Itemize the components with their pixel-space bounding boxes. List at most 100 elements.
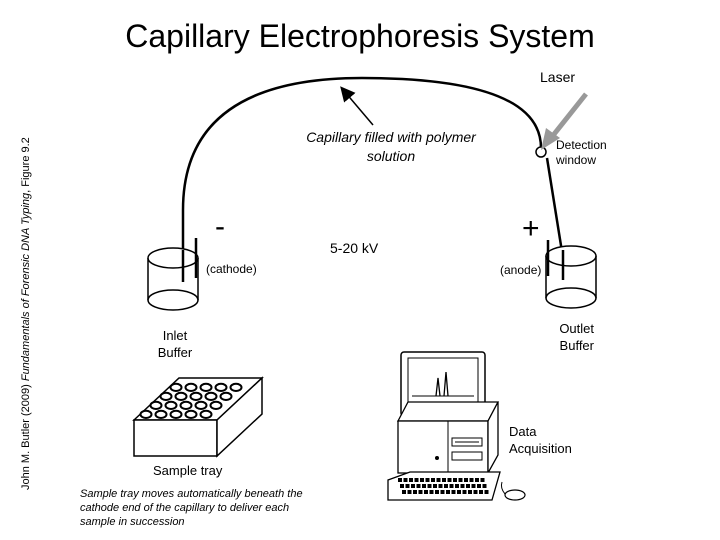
keyboard-key bbox=[422, 484, 426, 488]
computer-workstation bbox=[387, 351, 526, 501]
keyboard-key bbox=[453, 478, 457, 482]
keyboard-key bbox=[477, 484, 481, 488]
sample-well bbox=[184, 382, 198, 392]
sample-well bbox=[149, 400, 163, 410]
voltage-label: 5-20 kV bbox=[330, 240, 379, 256]
keyboard-key bbox=[436, 478, 441, 482]
keyboard-key bbox=[480, 478, 485, 482]
outlet-label-line2: Buffer bbox=[559, 338, 594, 353]
keyboard-key bbox=[402, 490, 406, 494]
sample-well bbox=[159, 391, 173, 401]
sample-well bbox=[214, 382, 228, 392]
sample-well bbox=[174, 391, 188, 401]
keyboard-key bbox=[433, 484, 437, 488]
keyboard-key bbox=[407, 490, 412, 494]
keyboard-key bbox=[457, 490, 461, 494]
keyboard-key bbox=[446, 490, 450, 494]
keyboard-key bbox=[447, 478, 452, 482]
sample-well bbox=[194, 400, 208, 410]
keyboard-key bbox=[482, 484, 487, 488]
keyboard-key bbox=[475, 478, 479, 482]
caption-line1: Sample tray moves automatically beneath … bbox=[80, 488, 303, 500]
keyboard-key bbox=[458, 478, 463, 482]
sample-well bbox=[199, 409, 213, 419]
outlet-vial bbox=[545, 240, 597, 309]
sample-well bbox=[184, 409, 198, 419]
keyboard-key bbox=[469, 478, 474, 482]
detection-window-label: Detection window bbox=[556, 138, 607, 168]
laser-beam bbox=[549, 92, 588, 140]
keyboard-key bbox=[484, 490, 489, 494]
keyboard-key bbox=[429, 490, 434, 494]
keyboard-key bbox=[455, 484, 459, 488]
keyboard-key bbox=[471, 484, 476, 488]
keyboard-key bbox=[409, 478, 413, 482]
keyboard-key bbox=[416, 484, 421, 488]
keyboard-key bbox=[431, 478, 435, 482]
laser-arrowhead bbox=[541, 128, 560, 150]
sample-tray-caption: Sample tray moves automatically beneath … bbox=[80, 487, 303, 529]
keyboard-key bbox=[424, 490, 428, 494]
keyboard-key bbox=[413, 490, 417, 494]
inlet-vial bbox=[147, 238, 199, 311]
plus-sign: + bbox=[522, 212, 540, 245]
detection-label-line1: Detection bbox=[556, 138, 607, 152]
sample-tray bbox=[132, 376, 264, 458]
data-acquisition-label: Data Acquisition bbox=[509, 423, 572, 457]
keyboard-key bbox=[427, 484, 432, 488]
sample-well bbox=[154, 409, 168, 419]
keyboard-key bbox=[462, 490, 467, 494]
data-label-line2: Acquisition bbox=[509, 441, 572, 456]
sample-well bbox=[199, 382, 213, 392]
keyboard-key bbox=[418, 490, 423, 494]
keyboard-key bbox=[414, 478, 419, 482]
keyboard-key bbox=[451, 490, 456, 494]
sample-well bbox=[204, 391, 218, 401]
sample-well bbox=[219, 391, 233, 401]
capillary-label-line1: Capillary filled with polymer bbox=[306, 129, 476, 145]
keyboard-key bbox=[411, 484, 415, 488]
sample-wells bbox=[139, 382, 243, 419]
sample-well bbox=[139, 409, 153, 419]
keyboard-key bbox=[468, 490, 472, 494]
keyboard-key bbox=[444, 484, 448, 488]
capillary-right-segment bbox=[545, 157, 565, 259]
minus-sign: - bbox=[215, 210, 225, 243]
page-title: Capillary Electrophoresis System bbox=[125, 18, 595, 54]
keyboard-key bbox=[460, 484, 465, 488]
laser-label: Laser bbox=[540, 69, 576, 85]
capillary-label-line2: solution bbox=[366, 148, 416, 164]
keyboard-key bbox=[440, 490, 445, 494]
cathode-label: (cathode) bbox=[206, 262, 257, 276]
capillary-label: Capillary filled with polymer solution bbox=[270, 128, 512, 166]
capillary-pointer bbox=[340, 86, 374, 126]
keyboard-key bbox=[442, 478, 446, 482]
sample-well bbox=[209, 400, 223, 410]
keyboard-key bbox=[400, 484, 404, 488]
keyboard-key bbox=[464, 478, 468, 482]
keyboard-key bbox=[479, 490, 483, 494]
data-label-line1: Data bbox=[509, 424, 537, 439]
keyboard-key bbox=[403, 478, 408, 482]
keyboard-key bbox=[435, 490, 439, 494]
keyboard-key bbox=[473, 490, 478, 494]
sample-well bbox=[179, 400, 193, 410]
keyboard-key bbox=[466, 484, 470, 488]
caption-line3: sample in succession bbox=[80, 516, 185, 528]
inlet-buffer-label: Inlet Buffer bbox=[140, 327, 210, 361]
keyboard-key bbox=[420, 478, 424, 482]
keyboard-key bbox=[438, 484, 443, 488]
caption-line2: cathode end of the capillary to deliver … bbox=[80, 502, 290, 514]
sample-well bbox=[229, 382, 243, 392]
sample-well bbox=[189, 391, 203, 401]
keyboard-key bbox=[425, 478, 430, 482]
keyboard-key bbox=[398, 478, 402, 482]
inlet-label-line1: Inlet bbox=[162, 328, 188, 343]
sample-tray-label: Sample tray bbox=[153, 463, 223, 478]
sample-well bbox=[164, 400, 178, 410]
detection-window bbox=[535, 146, 547, 158]
keyboard-key bbox=[449, 484, 454, 488]
sample-well bbox=[169, 409, 183, 419]
inlet-label-line2: Buffer bbox=[157, 345, 193, 360]
